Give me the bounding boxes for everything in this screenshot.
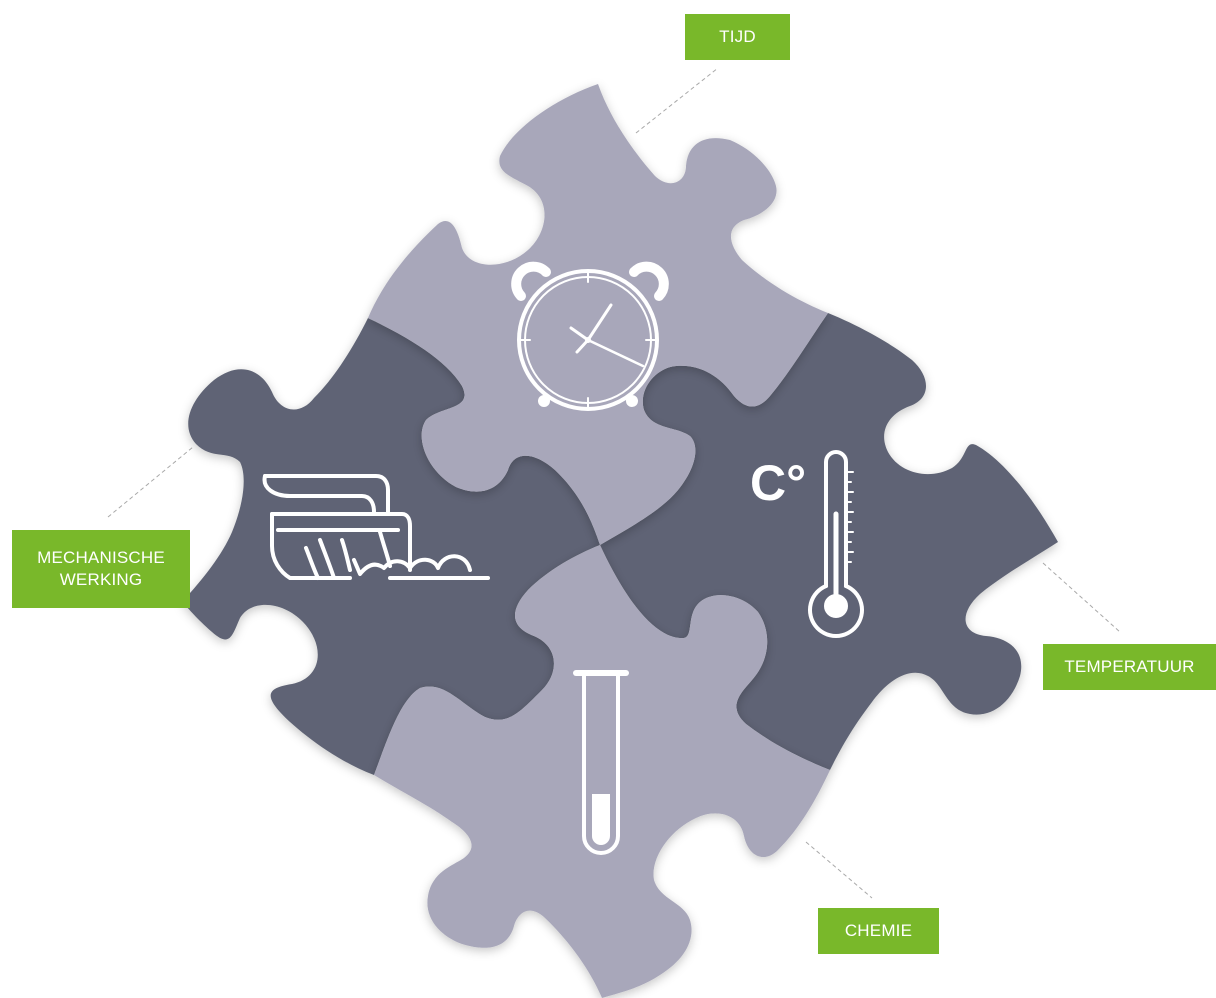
- label-temperatuur: TEMPERATUUR: [1043, 644, 1216, 690]
- alarm-clock-icon: [511, 261, 669, 411]
- test-tube-icon: [573, 670, 629, 855]
- label-chemie-text: CHEMIE: [844, 921, 913, 940]
- label-tijd: TIJD: [685, 14, 790, 60]
- leader-line-chemie: [805, 841, 873, 899]
- puzzle-piece-tijd: [368, 84, 828, 545]
- leader-lines: [107, 67, 1121, 899]
- label-temperatuur-text: TEMPERATUUR: [1064, 657, 1195, 676]
- brush-icon: [262, 474, 490, 580]
- puzzle-piece-temperatuur: [600, 313, 1058, 770]
- thermometer-unit-label: C°: [750, 455, 806, 511]
- label-mechanische-line1: MECHANISCHE: [37, 548, 165, 567]
- leader-line-temperatuur: [1042, 562, 1121, 633]
- label-mechanische-werking: MECHANISCHE WERKING: [12, 530, 190, 608]
- thermometer-icon: C°: [750, 450, 864, 638]
- label-chemie: CHEMIE: [818, 908, 939, 954]
- leader-line-tijd: [635, 67, 719, 134]
- puzzle-piece-mechanische-werking: [182, 318, 600, 775]
- leader-line-mechanische: [107, 446, 194, 518]
- label-mechanische-line2: WERKING: [59, 570, 143, 589]
- puzzle-piece-chemie: [374, 545, 830, 998]
- label-tijd-text: TIJD: [719, 27, 756, 46]
